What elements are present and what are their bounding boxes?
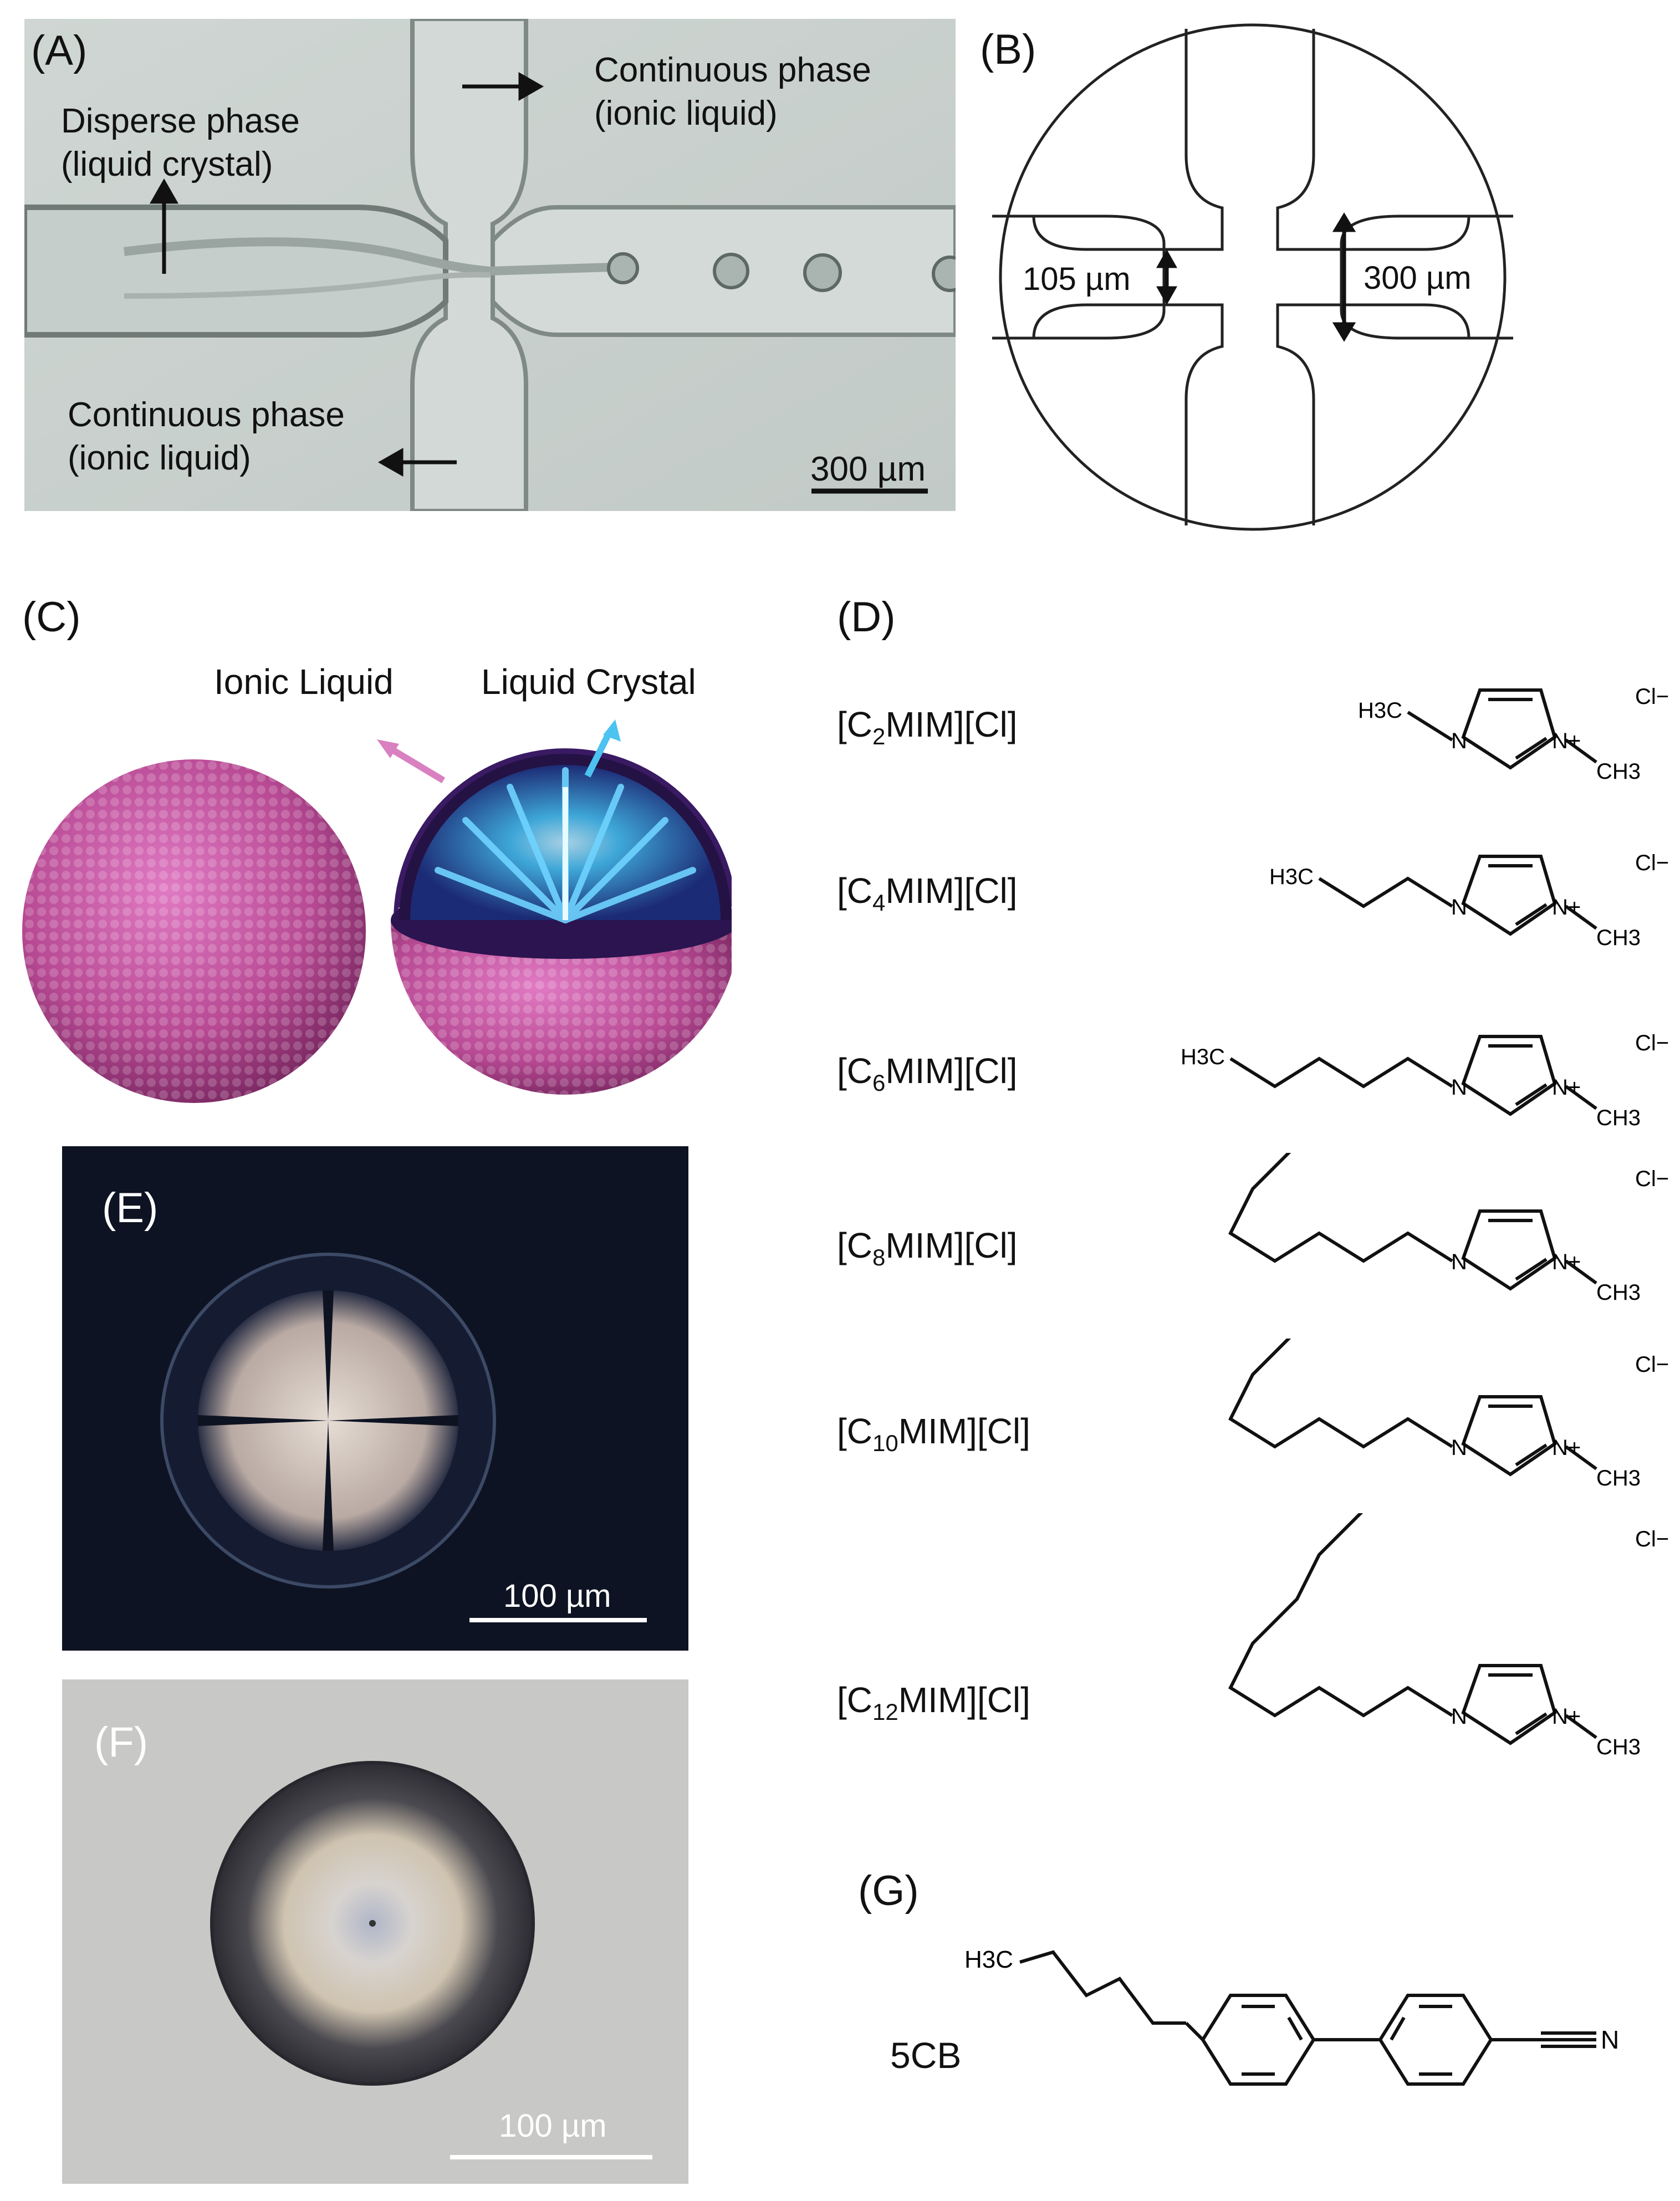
droplets xyxy=(607,252,956,292)
panel-g-label: (G) xyxy=(858,1867,919,1914)
ring-nitrogen: N xyxy=(1451,1075,1467,1100)
scale-bar-f-label: 100 µm xyxy=(499,2108,607,2144)
chloride-counterion: Cl− xyxy=(1635,1167,1669,1191)
ionic-liquid-structure: N N+ CH3 Cl− H3C xyxy=(1269,851,1669,950)
panel-f-label: (F) xyxy=(94,1719,149,1766)
5cb-terminal-label: H3C xyxy=(964,1946,1013,1973)
chloride-counterion: Cl− xyxy=(1635,1031,1669,1055)
molecule-name: [C6MIM][Cl] xyxy=(837,1051,1018,1096)
5cb-nitrile-n: N xyxy=(1601,2025,1619,2054)
continuous-phase-bottom-label: Continuous phase(ionic liquid) xyxy=(68,396,345,477)
n-methyl: CH3 xyxy=(1596,759,1641,784)
ring-n-plus: N+ xyxy=(1552,1075,1581,1100)
ring-nitrogen: N xyxy=(1451,895,1467,920)
panel-a-label: (A) xyxy=(31,27,88,74)
ring-n-plus: N+ xyxy=(1552,729,1581,753)
disperse-phase-label: Disperse phase(liquid crystal) xyxy=(61,102,300,183)
n-methyl: CH3 xyxy=(1596,1466,1641,1490)
chloride-counterion: Cl− xyxy=(1635,851,1669,875)
terminal-methyl: H3C xyxy=(1358,698,1402,723)
panel-b-schematic xyxy=(992,23,1513,531)
molecule-name: [C8MIM][Cl] xyxy=(837,1225,1018,1270)
ionic-liquid-label: Ionic Liquid xyxy=(214,662,394,702)
panel-f-micrograph xyxy=(62,1679,688,2184)
n-methyl: CH3 xyxy=(1596,926,1641,950)
chloride-counterion: Cl− xyxy=(1635,685,1669,709)
continuous-phase-top-label: Continuous phase(ionic liquid) xyxy=(594,51,871,132)
molecule-name: [C4MIM][Cl] xyxy=(837,871,1018,916)
ring-n-plus: N+ xyxy=(1552,895,1581,920)
panel-d-label: (D) xyxy=(837,594,896,641)
n-methyl: CH3 xyxy=(1596,1280,1641,1305)
ring-n-plus: N+ xyxy=(1552,1436,1581,1460)
panel-c-illustration xyxy=(22,719,732,1103)
chloride-counterion: Cl− xyxy=(1635,1527,1669,1551)
n-methyl: CH3 xyxy=(1596,1735,1641,1759)
scale-bar-e-label: 100 µm xyxy=(503,1578,611,1614)
liquid-crystal-label: Liquid Crystal xyxy=(481,662,696,702)
panel-a-micrograph xyxy=(24,19,956,511)
dimension-105um: 105 µm xyxy=(1023,261,1131,297)
dimension-300um: 300 µm xyxy=(1364,260,1472,296)
panel-e-label: (E) xyxy=(102,1184,159,1232)
terminal-methyl: H3C xyxy=(1181,1045,1225,1069)
chloride-counterion: Cl− xyxy=(1635,1352,1669,1377)
panel-c-label: (C) xyxy=(22,594,81,641)
ring-nitrogen: N xyxy=(1451,1250,1467,1274)
scale-bar-a-label: 300 µm xyxy=(810,450,926,488)
ring-n-plus: N+ xyxy=(1552,1250,1581,1274)
flow-arrows xyxy=(149,72,544,477)
terminal-methyl: H3C xyxy=(1269,865,1314,889)
ring-nitrogen: N xyxy=(1451,1436,1467,1460)
cut-sphere xyxy=(391,748,732,1095)
ionic-liquid-structure: N N+ CH3 Cl− H3C xyxy=(1358,685,1669,784)
ionic-liquid-structure: N N+ CH3 Cl− H3C xyxy=(1181,1031,1669,1130)
ring-nitrogen: N xyxy=(1451,729,1467,753)
5cb-structure: H3C N xyxy=(964,1946,1619,2086)
n-methyl: CH3 xyxy=(1596,1106,1641,1130)
5cb-name: 5CB xyxy=(890,2035,962,2076)
ring-n-plus: N+ xyxy=(1552,1704,1581,1729)
ring-nitrogen: N xyxy=(1451,1704,1467,1729)
molecule-name: [C10MIM][Cl] xyxy=(837,1411,1030,1456)
panel-e-micrograph xyxy=(62,1146,688,1651)
panel-b-label: (B) xyxy=(980,26,1036,73)
molecule-name: [C12MIM][Cl] xyxy=(837,1680,1030,1725)
molecule-name: [C2MIM][Cl] xyxy=(837,704,1018,749)
